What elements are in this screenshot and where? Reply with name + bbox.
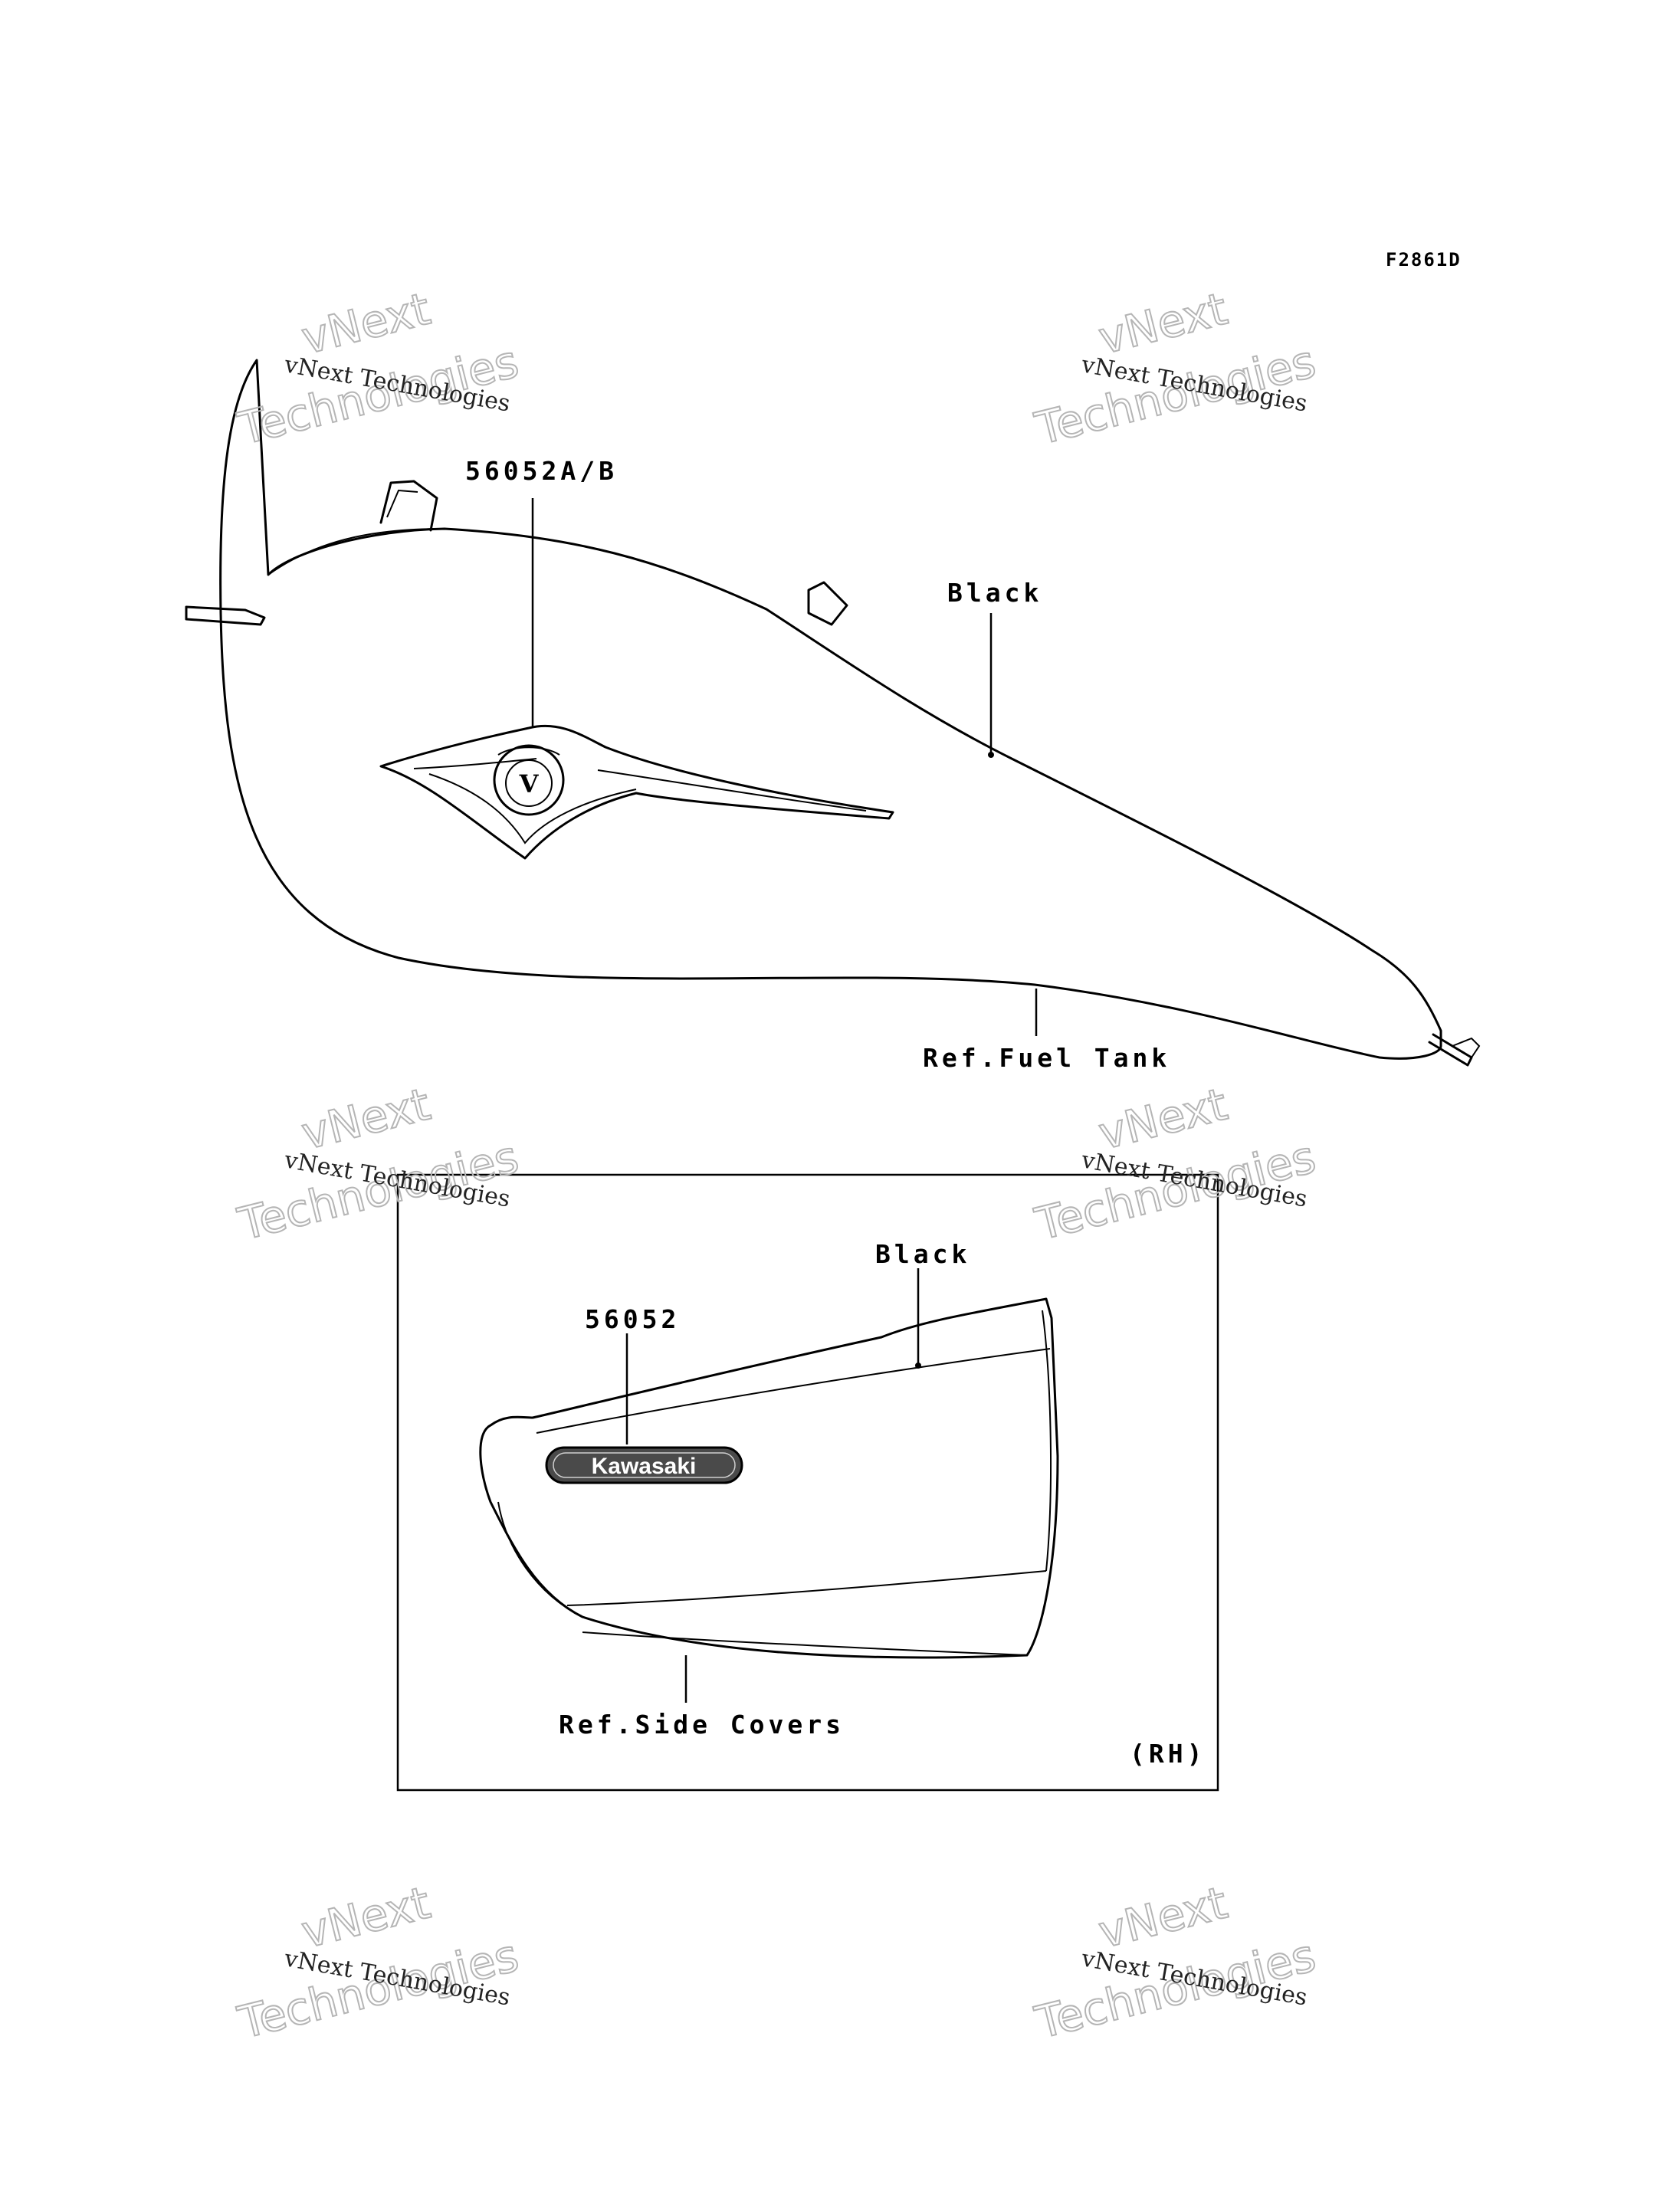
label-cover-color: Black bbox=[875, 1239, 970, 1269]
tank-top-edge bbox=[267, 528, 445, 575]
rear-bracket-hook bbox=[1452, 1037, 1481, 1058]
kawasaki-emblem-plate bbox=[545, 1446, 743, 1484]
watermark-group-3: vNext Technologies vNext Technologies bbox=[232, 1077, 524, 1251]
side-cover bbox=[479, 1297, 1059, 1659]
kawasaki-emblem-inner-border bbox=[553, 1452, 736, 1478]
watermark-group-2: vNext Technologies vNext Technologies bbox=[1029, 282, 1321, 456]
emblem-letter: V bbox=[519, 769, 540, 798]
emblem-medallion-arc bbox=[497, 746, 560, 756]
watermark-group-6: vNext Technologies vNext Technologies bbox=[1029, 1876, 1321, 2050]
label-tank-ref: Ref.Fuel Tank bbox=[923, 1043, 1170, 1073]
emblem-medallion-inner bbox=[505, 759, 553, 807]
watermark-vnext-outline: vNext bbox=[297, 283, 435, 365]
watermark-vnext-outline: vNext bbox=[297, 1078, 435, 1160]
watermark-vnext-outline: vNext bbox=[1094, 1877, 1232, 1959]
kawasaki-emblem: Kawasaki bbox=[545, 1446, 743, 1484]
front-mount-tab bbox=[185, 605, 266, 626]
kawasaki-emblem-text: Kawasaki bbox=[592, 1454, 697, 1479]
figure-code: F2861D bbox=[1386, 249, 1462, 271]
label-tank-color: Black bbox=[947, 578, 1042, 608]
watermark-vnext-outline: vNext bbox=[1094, 1078, 1232, 1160]
label-cover-side: (RH) bbox=[1130, 1739, 1206, 1769]
tank-outline bbox=[219, 359, 1442, 1060]
side-cover-outline bbox=[479, 1297, 1059, 1659]
watermark-group-5: vNext Technologies vNext Technologies bbox=[232, 1876, 524, 2050]
top-tab bbox=[807, 581, 848, 626]
filler-neck-inner bbox=[386, 489, 418, 518]
side-cover-bottom-edge bbox=[582, 1631, 1028, 1656]
filler-neck bbox=[379, 480, 438, 532]
emblem-inner-lines bbox=[413, 758, 867, 844]
side-cover-rear-edge bbox=[1042, 1310, 1052, 1572]
emblem-outline bbox=[379, 724, 894, 860]
emblem-medallion-ring bbox=[493, 744, 565, 816]
rear-bracket bbox=[1428, 1033, 1473, 1067]
watermark-group-4: vNext Technologies vNext Technologies bbox=[1029, 1077, 1321, 1251]
watermark-vnext-outline: vNext bbox=[297, 1877, 435, 1959]
tank-v-emblem: V bbox=[379, 724, 894, 860]
side-cover-top-bevel bbox=[536, 1348, 1051, 1434]
side-cover-front-edge bbox=[497, 1501, 583, 1618]
watermark-group-1: vNext Technologies vNext Technologies bbox=[232, 282, 524, 456]
fuel-tank bbox=[185, 359, 1481, 1067]
leader-cover-color-dot bbox=[915, 1362, 921, 1369]
side-cover-lower-bevel bbox=[566, 1570, 1047, 1606]
side-cover-inset-frame bbox=[396, 1173, 1219, 1792]
label-cover-part: 56052 bbox=[585, 1304, 680, 1334]
leader-tank-color-dot bbox=[988, 752, 994, 758]
label-tank-part: 56052A/B bbox=[465, 456, 618, 486]
watermark-vnext-outline: vNext bbox=[1094, 283, 1232, 365]
label-cover-ref: Ref.Side Covers bbox=[559, 1710, 845, 1740]
